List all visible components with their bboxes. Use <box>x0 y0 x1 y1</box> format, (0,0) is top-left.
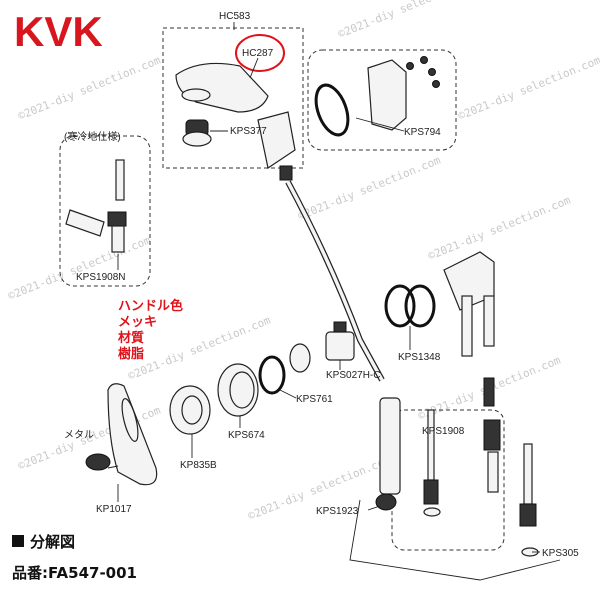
section-bullet <box>12 535 24 547</box>
o-ring <box>258 343 311 395</box>
handle-cap <box>169 385 211 435</box>
supply-hoses <box>375 397 539 557</box>
watermark: ©2021-diy selection.com <box>6 234 152 303</box>
label-kp1017: KP1017 <box>96 504 132 515</box>
label-kp835b: KP835B <box>180 460 217 471</box>
packing-set <box>384 284 436 328</box>
handle-lever <box>85 383 158 486</box>
note-line: メッキ <box>118 315 157 330</box>
mounting-bracket <box>314 56 440 137</box>
label-kps1908: KPS1908 <box>422 426 465 437</box>
model-number: 品番:FA547-001 <box>12 564 137 582</box>
label-kps794: KPS794 <box>404 127 441 138</box>
label-kps377: KPS377 <box>230 126 267 137</box>
watermark: ©2021-diy selection.com <box>296 154 442 223</box>
cold-region-valve <box>65 159 127 253</box>
cartridge <box>325 321 355 361</box>
label-kps1923: KPS1923 <box>316 506 359 517</box>
cold-region-label: (寒冷地仕様) <box>64 130 121 143</box>
spout-head-group-outline <box>162 27 304 169</box>
label-kps1908n: KPS1908N <box>76 272 125 283</box>
note-line: ハンドル色 <box>118 298 183 314</box>
watermark: ©2021-diy selection.com <box>336 0 482 41</box>
bracket-group-outline <box>307 49 457 151</box>
highlight-circle <box>235 34 285 72</box>
label-kps305: KPS305 <box>542 548 579 559</box>
metal-label: メタル <box>64 429 94 441</box>
watermark: ©2021-diy selection.com <box>426 194 572 263</box>
note-line: 樹脂 <box>118 346 144 362</box>
label-hc583: HC583 <box>219 11 251 22</box>
watermark: ©2021-diy selection.com <box>16 54 162 123</box>
section-title: 分解図 <box>30 533 75 551</box>
faucet-body <box>443 251 495 407</box>
label-kps761: KPS761 <box>296 394 333 405</box>
watermark: ©2021-diy selection.com <box>456 54 600 123</box>
cold-region-group-outline <box>59 135 151 287</box>
brand-logo: KVK <box>14 8 103 55</box>
label-hc287: HC287 <box>242 48 274 59</box>
spout-head <box>175 62 296 181</box>
note-line: 材質 <box>118 330 144 346</box>
label-kps1348: KPS1348 <box>398 352 441 363</box>
body-ring <box>217 363 259 417</box>
label-kps674: KPS674 <box>228 430 265 441</box>
handle-note: ハンドル色 メッキ 材質 樹脂 <box>118 298 183 362</box>
label-kps027hc: KPS027H-C <box>326 370 380 381</box>
